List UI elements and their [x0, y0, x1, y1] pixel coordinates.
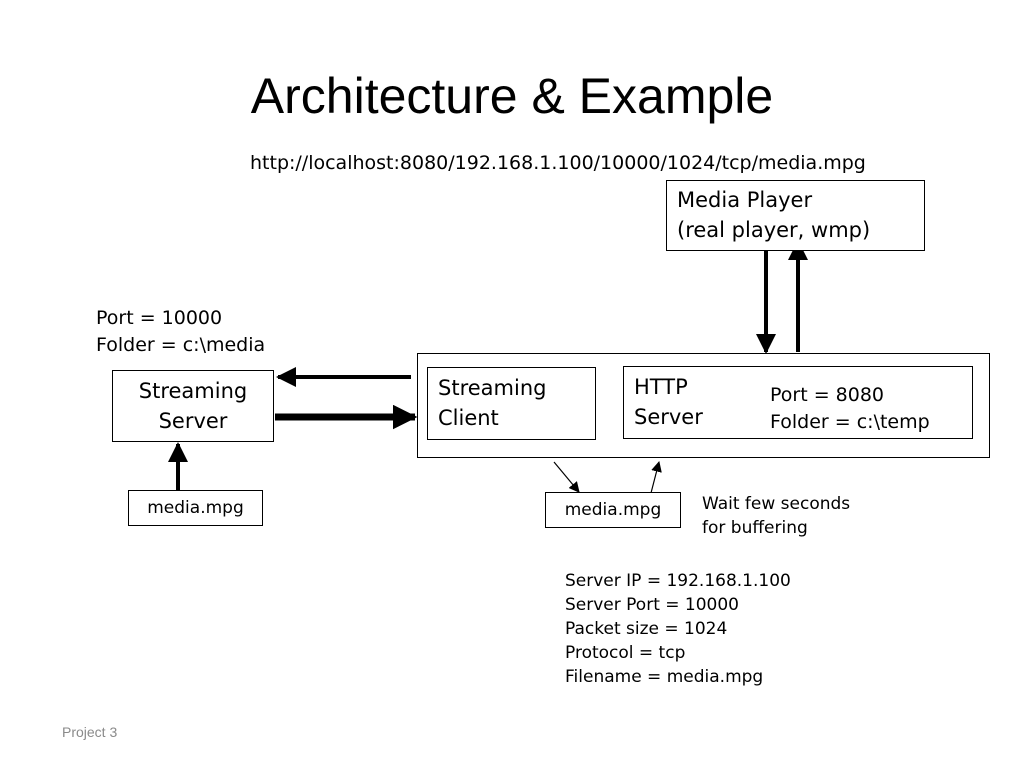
arrow-client-to-file: [553, 461, 580, 493]
media-player-title: Media Player: [677, 188, 813, 212]
http-folder-label: Folder = c:\temp: [770, 411, 930, 433]
param-protocol: Protocol = tcp: [565, 643, 686, 663]
http-server-box: HTTP Server Port = 8080 Folder = c:\temp: [623, 366, 973, 439]
param-server-port: Server Port = 10000: [565, 595, 739, 615]
streaming-client-title: Streaming: [438, 376, 547, 400]
streaming-client-box: Streaming Client: [427, 367, 596, 440]
server-media-filename: media.mpg: [147, 498, 244, 518]
media-player-subtitle: (real player, wmp): [677, 218, 871, 242]
server-folder-label: Folder = c:\media: [96, 334, 266, 356]
streaming-server-box: Streaming Server: [112, 370, 274, 442]
media-player-box: Media Player (real player, wmp): [666, 180, 925, 251]
request-url: http://localhost:8080/192.168.1.100/1000…: [250, 152, 866, 174]
buffering-note: Wait few seconds for buffering: [702, 492, 850, 540]
arrow-file-to-http: [650, 460, 662, 494]
param-filename: Filename = media.mpg: [565, 667, 764, 687]
server-media-file: media.mpg: [128, 490, 263, 526]
streaming-server-subtitle: Server: [158, 409, 228, 433]
slide-footer: Project 3: [62, 724, 118, 740]
streaming-server-title: Streaming: [138, 379, 248, 403]
http-server-subtitle: Server: [634, 405, 703, 429]
param-server-ip: Server IP = 192.168.1.100: [565, 571, 791, 591]
http-server-title: HTTP: [634, 375, 688, 399]
http-server-name: HTTP Server: [634, 372, 703, 432]
client-media-filename: media.mpg: [564, 500, 662, 520]
server-port-label: Port = 10000: [96, 307, 223, 329]
buffering-note-line1: Wait few seconds: [702, 494, 851, 514]
slide-title: Architecture & Example: [250, 68, 774, 124]
param-packet-size: Packet size = 1024: [565, 619, 728, 639]
client-media-file: media.mpg: [545, 492, 681, 528]
server-config: Port = 10000 Folder = c:\media: [96, 305, 265, 359]
streaming-client-subtitle: Client: [438, 406, 499, 430]
http-port-label: Port = 8080: [770, 384, 885, 406]
http-server-config: Port = 8080 Folder = c:\temp: [770, 382, 930, 436]
buffering-note-line2: for buffering: [702, 518, 808, 538]
url-parameters: Server IP = 192.168.1.100 Server Port = …: [565, 569, 791, 689]
